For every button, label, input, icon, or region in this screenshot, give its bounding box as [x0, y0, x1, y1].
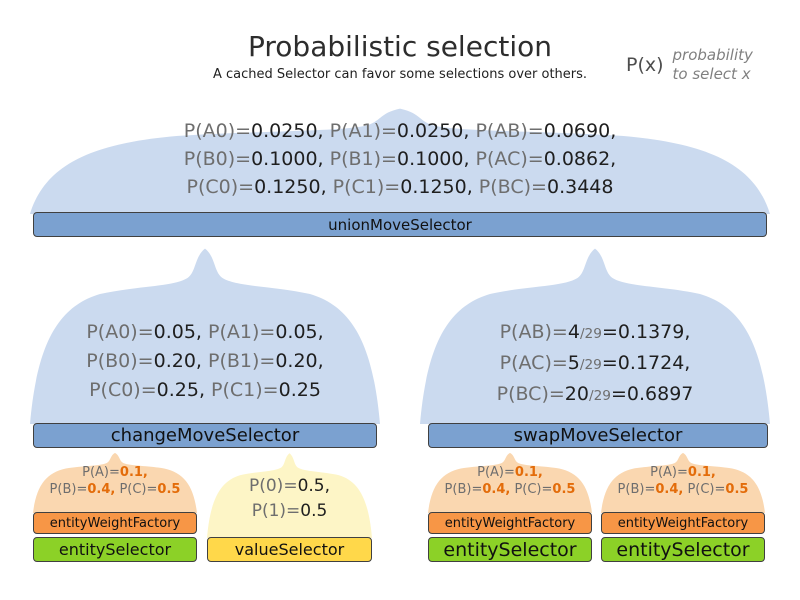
prob-line: P(0)=0.5, — [248, 476, 331, 496]
swap-selector-bar: swapMoveSelector — [428, 423, 768, 448]
legend-description: probability to select x — [673, 46, 753, 84]
prob-line: P(B)=0.4, P(C)=0.5 — [617, 482, 749, 497]
prob-line: P(A)=0.1, — [82, 465, 148, 480]
prob-line: P(1)=0.5 — [251, 501, 328, 521]
legend: P(x) probability to select x — [626, 46, 753, 84]
diagram-subtitle: A cached Selector can favor some selecti… — [212, 67, 588, 82]
legend-symbol: P(x) — [626, 54, 664, 76]
value-probabilities: P(0)=0.5, P(1)=0.5 — [207, 474, 372, 524]
entity-weight-probabilities: P(A)=0.1, P(B)=0.4, P(C)=0.5 — [601, 464, 765, 498]
swap-probabilities: P(AB)=4/29=0.1379, P(AC)=5/29=0.1724, P(… — [420, 318, 770, 411]
legend-description-line1: probability — [672, 46, 753, 64]
entity-weight-probabilities: P(A)=0.1, P(B)=0.4, P(C)=0.5 — [33, 464, 197, 498]
entity-weight-dome — [601, 452, 765, 513]
entity-weight-probabilities: P(A)=0.1, P(B)=0.4, P(C)=0.5 — [428, 464, 592, 498]
prob-line: P(AC)=5/29=0.1724, — [499, 352, 691, 374]
legend-description-line2: to select x — [672, 65, 751, 83]
value-selector-bar: valueSelector — [207, 537, 372, 562]
change-probabilities: P(A0)=0.05, P(A1)=0.05, P(B0)=0.20, P(B1… — [30, 318, 380, 405]
prob-line: P(BC)=20/29=0.6897 — [496, 383, 694, 405]
diagram-title: Probabilistic selection — [248, 30, 552, 63]
entity-selector-bar: entitySelector — [428, 537, 592, 562]
union-selector-bar: unionMoveSelector — [33, 212, 767, 237]
prob-line: P(C0)=0.25, P(C1)=0.25 — [89, 379, 321, 401]
entity-weight-factory-bar: entityWeightFactory — [428, 512, 592, 534]
prob-line: P(B)=0.4, P(C)=0.5 — [444, 482, 576, 497]
entity-selector-bar: entitySelector — [33, 537, 197, 562]
entity-selector-bar: entitySelector — [601, 537, 765, 562]
prob-line: P(B)=0.4, P(C)=0.5 — [49, 482, 181, 497]
prob-line: P(B0)=0.20, P(B1)=0.20, — [86, 350, 324, 372]
value-dome — [207, 453, 372, 538]
prob-line: P(A0)=0.0250, P(A1)=0.0250, P(AB)=0.0690… — [183, 120, 617, 142]
union-dome — [30, 108, 770, 214]
entity-weight-factory-bar: entityWeightFactory — [601, 512, 765, 534]
prob-line: P(A0)=0.05, P(A1)=0.05, — [86, 321, 324, 343]
prob-line: P(C0)=0.1250, P(C1)=0.1250, P(BC)=0.3448 — [186, 176, 614, 198]
union-probabilities: P(A0)=0.0250, P(A1)=0.0250, P(AB)=0.0690… — [30, 117, 770, 201]
entity-weight-dome — [428, 452, 592, 513]
prob-line: P(A)=0.1, — [477, 465, 543, 480]
entity-weight-factory-bar: entityWeightFactory — [33, 512, 197, 534]
change-selector-bar: changeMoveSelector — [33, 423, 377, 448]
prob-line: P(A)=0.1, — [650, 465, 716, 480]
change-dome — [30, 248, 380, 424]
entity-weight-dome — [33, 452, 197, 513]
prob-line: P(AB)=4/29=0.1379, — [499, 321, 691, 343]
prob-line: P(B0)=0.1000, P(B1)=0.1000, P(AC)=0.0862… — [183, 148, 617, 170]
swap-dome — [420, 248, 770, 424]
